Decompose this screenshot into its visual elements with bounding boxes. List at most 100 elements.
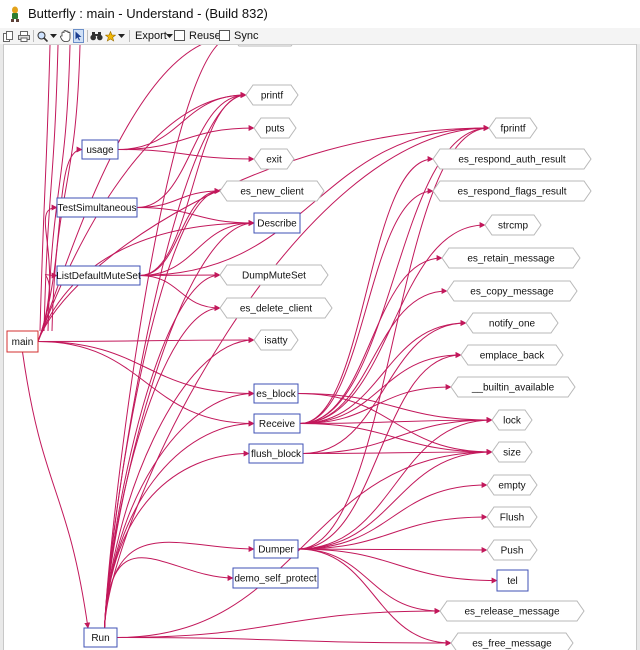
binoculars-icon[interactable] [90, 29, 103, 43]
node-label: es_block [256, 389, 296, 400]
call-edge [37, 125, 490, 342]
graph-node-tel[interactable]: tel [496, 569, 529, 592]
graph-node-dumper[interactable]: Dumper [253, 539, 299, 559]
graph-node-flush-block[interactable]: flush_block [248, 443, 304, 464]
call-edge [37, 341, 255, 397]
graph-node-es-block[interactable]: es_block [253, 383, 299, 404]
graph-node-es-release-message[interactable]: es_release_message [439, 600, 585, 622]
node-label: Dumper [258, 545, 294, 556]
node-shape [253, 539, 299, 559]
butterfly-graph-canvas[interactable]: data printf puts exit usage es_new_clientTest… [4, 45, 636, 650]
graph-node-empty[interactable]: empty [486, 474, 538, 496]
node-label: printf [261, 91, 283, 102]
node-shape [6, 330, 39, 353]
node-shape [56, 265, 141, 286]
node-label: puts [266, 124, 285, 135]
call-edge [297, 548, 498, 584]
node-shape [496, 569, 529, 592]
graph-node-puts[interactable]: puts [253, 117, 297, 139]
call-edge [297, 417, 493, 550]
call-edge [299, 417, 493, 424]
node-shape [484, 214, 542, 236]
graph-node-size[interactable]: size [491, 441, 533, 463]
understand-app-icon [11, 6, 19, 22]
call-edge [37, 272, 58, 342]
reuse-checkbox[interactable] [174, 30, 185, 41]
graph-node-run[interactable]: Run [83, 627, 118, 648]
graph-node-es-copy-message[interactable]: es_copy_message [446, 280, 578, 302]
graph-node-emplace-back[interactable]: emplace_back [460, 344, 564, 366]
node-shape [248, 443, 304, 464]
node-label: es_delete_client [240, 304, 312, 315]
call-edge [104, 541, 255, 629]
sync-checkbox[interactable] [219, 30, 230, 41]
print-icon[interactable] [18, 29, 30, 43]
star-icon[interactable] [104, 29, 116, 43]
bookmark-dropdown-chevron-icon[interactable] [117, 29, 125, 43]
graph-node-es-free-message[interactable]: es_free_message [450, 632, 574, 650]
node-shape [237, 45, 293, 47]
graph-node-fprintf[interactable]: fprintf [488, 117, 538, 139]
graph-node-listdefaultmuteset[interactable]: ListDefaultMuteSet [56, 265, 141, 286]
graph-node-strcmp[interactable]: strcmp [484, 214, 542, 236]
call-edge [136, 92, 247, 208]
zoom-dropdown-chevron-icon[interactable] [49, 29, 57, 43]
call-edge [297, 482, 488, 550]
graph-node-exit[interactable]: exit [253, 148, 295, 170]
call-edge [302, 417, 493, 454]
call-edge [302, 449, 493, 456]
call-edge [37, 92, 247, 342]
call-edge [299, 222, 486, 424]
node-label: isatty [264, 336, 287, 347]
call-edge [116, 608, 441, 638]
zoom-icon[interactable] [37, 29, 48, 43]
call-edge [299, 156, 434, 424]
node-label: demo_self_protect [234, 574, 316, 585]
node-shape [450, 632, 574, 650]
graph-node-usage[interactable]: usage [81, 139, 119, 160]
call-edge [104, 92, 247, 629]
call-edge [136, 188, 221, 208]
graph-node-main[interactable]: main [6, 330, 39, 353]
graph-node-es-respond-auth-result[interactable]: es_respond_auth_result [432, 148, 592, 170]
graph-node-testsimultaneous[interactable]: TestSimultaneous [56, 197, 138, 218]
graph-node-notify-one[interactable]: notify_one [465, 312, 559, 334]
graph-node-flush[interactable]: Flush [486, 506, 538, 528]
graph-node-receive[interactable]: Receive [253, 413, 301, 434]
graph-node-es-retain-message[interactable]: es_retain_message [441, 247, 581, 269]
graph-node---builtin-available[interactable]: __builtin_available [450, 376, 576, 398]
node-label: ListDefaultMuteSet [56, 271, 141, 282]
node-shape [432, 180, 592, 202]
node-shape [460, 344, 564, 366]
graph-node-es-new-client[interactable]: es_new_client [219, 180, 325, 202]
graph-node-data[interactable]: data [232, 45, 298, 47]
graph-node-es-delete-client[interactable]: es_delete_client [219, 297, 333, 319]
select-pointer-icon[interactable] [73, 29, 84, 43]
export-menu-button[interactable]: Export [135, 30, 167, 42]
call-edge [139, 125, 490, 276]
graph-node-dumpmuteset[interactable]: DumpMuteSet [219, 264, 329, 286]
graph-node-printf[interactable]: printf [245, 84, 299, 106]
node-label: __builtin_available [471, 383, 555, 394]
graph-node-lock[interactable]: lock [491, 409, 533, 431]
node-label: es_copy_message [470, 287, 554, 298]
graph-node-push[interactable]: Push [486, 539, 538, 561]
pan-hand-icon[interactable] [59, 29, 71, 43]
graph-node-isatty[interactable]: isatty [253, 329, 299, 351]
call-graph[interactable]: data printf puts exit usage es_new_clientTest… [4, 45, 636, 650]
graph-node-describe[interactable]: Describe [253, 212, 301, 234]
call-edge [22, 351, 91, 629]
export-dropdown-chevron-icon[interactable] [165, 29, 173, 43]
node-label: Describe [257, 219, 297, 230]
graph-node-demo-self-protect[interactable]: demo_self_protect [232, 567, 319, 589]
node-label: fprintf [500, 124, 525, 135]
right-panel-edge [636, 44, 640, 650]
toolbar-separator [129, 30, 130, 42]
node-label: exit [266, 155, 282, 166]
node-label: tel [507, 576, 518, 587]
copy-icon[interactable] [3, 29, 13, 43]
node-label: main [12, 337, 34, 348]
node-label: es_retain_message [467, 254, 555, 265]
node-shape [450, 376, 576, 398]
graph-node-es-respond-flags-result[interactable]: es_respond_flags_result [432, 180, 592, 202]
